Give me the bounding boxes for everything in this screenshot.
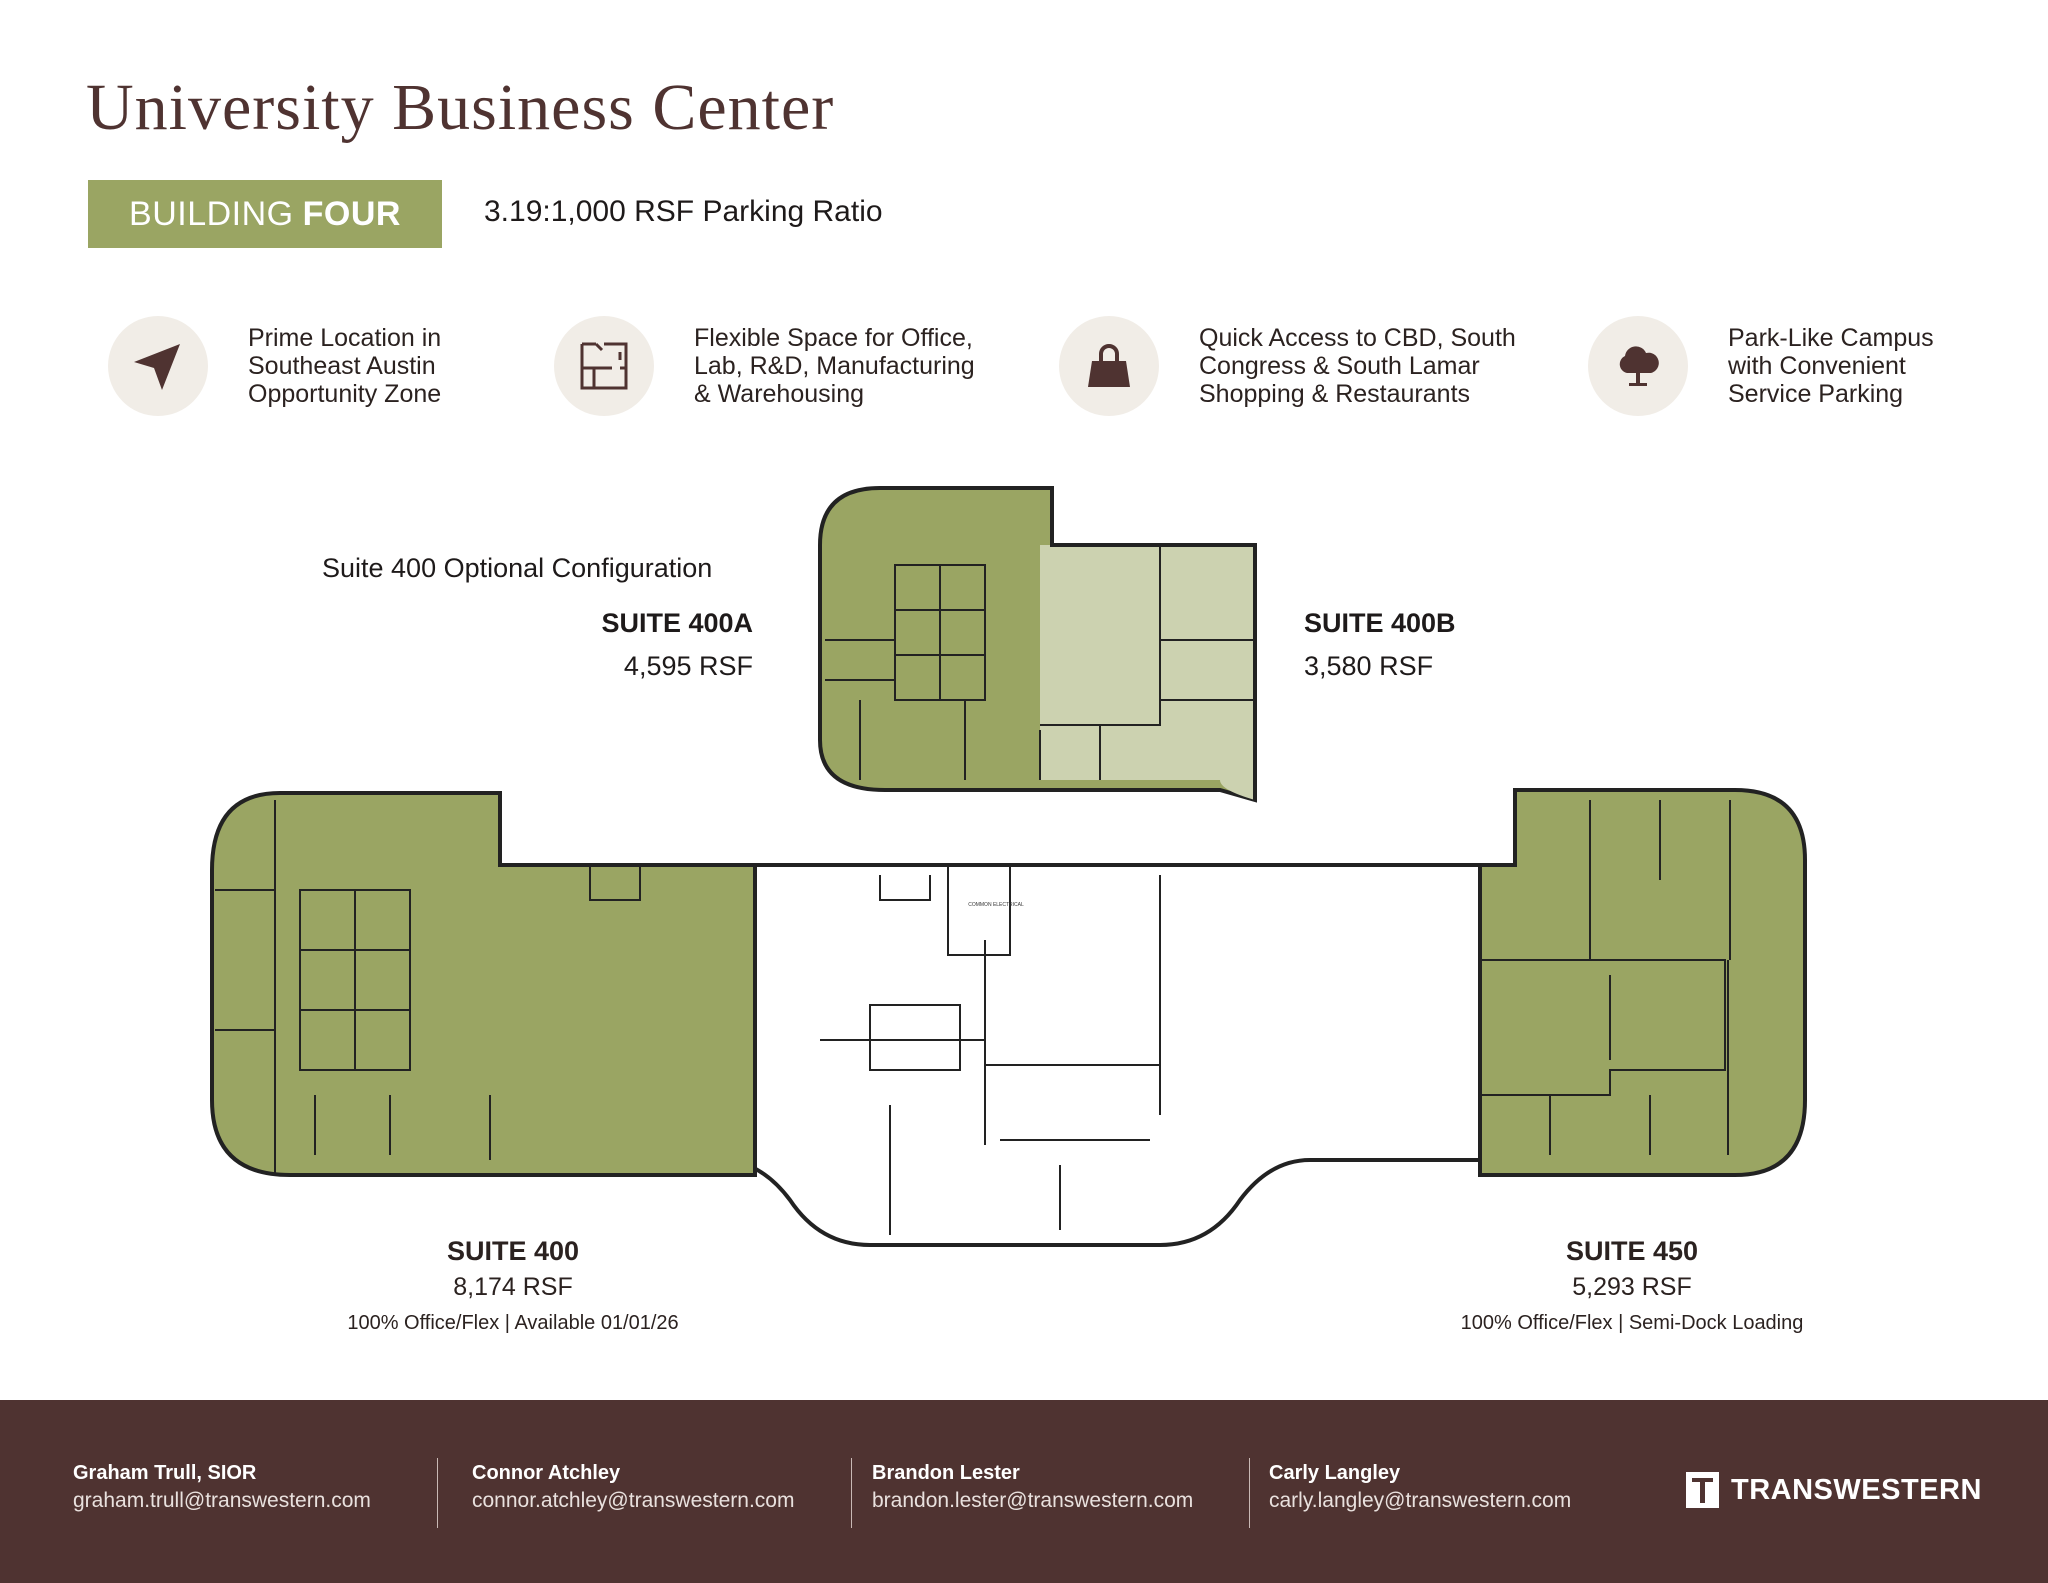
contact-name: Brandon Lester — [872, 1462, 1020, 1484]
suite-450-note: 100% Office/Flex | Semi-Dock Loading — [1460, 1312, 1804, 1334]
optional-config-label: Suite 400 Optional Configuration — [322, 553, 713, 583]
suite-450-area — [1478, 788, 1807, 1177]
floor-plan: COMMON ELECTRICAL — [210, 486, 1807, 1247]
contact-name: Carly Langley — [1269, 1462, 1401, 1484]
suite-400-area — [210, 791, 757, 1177]
page-title: University Business Center — [86, 71, 835, 144]
suite-400b-name: SUITE 400B — [1304, 608, 1456, 638]
suite-400-optional-plan — [818, 486, 1257, 803]
suite-450-name: SUITE 450 — [1565, 1236, 1699, 1266]
feature-text: Prime Location in Southeast Austin Oppor… — [248, 324, 442, 408]
contact-name: Connor Atchley — [472, 1462, 621, 1484]
feature-flexible: Flexible Space for Office, Lab, R&D, Man… — [554, 316, 975, 416]
contact-name: Graham Trull, SIOR — [73, 1462, 257, 1484]
parking-ratio: 3.19:1,000 RSF Parking Ratio — [484, 195, 883, 228]
feature-campus: Park-Like Campus with Convenient Service… — [1588, 316, 1934, 416]
contact-graham: Graham Trull, SIOR graham.trull@transwest… — [73, 1462, 371, 1513]
divider — [437, 1458, 438, 1528]
feature-access: Quick Access to CBD, South Congress & So… — [1059, 316, 1516, 416]
feature-text: Park-Like Campus with Convenient Service… — [1728, 324, 1934, 408]
suite-400b-rsf: 3,580 RSF — [1304, 651, 1434, 681]
tree-icon — [1588, 316, 1688, 416]
feature-text: Flexible Space for Office, Lab, R&D, Man… — [694, 324, 975, 408]
contact-email[interactable]: brandon.lester@transwestern.com — [872, 1489, 1194, 1512]
feature-location: Prime Location in Southeast Austin Oppor… — [108, 316, 441, 416]
suite-400a-name: SUITE 400A — [601, 608, 753, 638]
suite-400-rsf: 8,174 RSF — [453, 1273, 573, 1301]
suite-400-note: 100% Office/Flex | Available 01/01/26 — [347, 1312, 679, 1334]
suite-450-label: SUITE 450 5,293 RSF 100% Office/Flex | S… — [1432, 1236, 1832, 1335]
badge-bold: FOUR — [302, 194, 401, 233]
suite-400-label: SUITE 400 8,174 RSF 100% Office/Flex | A… — [313, 1236, 713, 1335]
contact-connor: Connor Atchley connor.atchley@transwester… — [472, 1462, 794, 1513]
logo-mark-icon — [1686, 1472, 1719, 1508]
building-four-plan — [210, 788, 1807, 1247]
floor-plan-icon — [554, 316, 654, 416]
footer: Graham Trull, SIOR graham.trull@transwest… — [0, 1400, 2048, 1583]
suite-400a-rsf: 4,595 RSF — [623, 651, 753, 681]
transwestern-logo: TRANSWESTERN — [1686, 1472, 1982, 1508]
suite-400-name: SUITE 400 — [446, 1236, 580, 1266]
contact-brandon: Brandon Lester brandon.lester@transwester… — [872, 1462, 1193, 1513]
common-electrical-label: COMMON ELECTRICAL — [968, 902, 1024, 908]
contact-carly: Carly Langley carly.langley@transwestern.… — [1269, 1462, 1571, 1513]
badge-light: BUILDING — [129, 194, 294, 233]
contact-email[interactable]: connor.atchley@transwestern.com — [472, 1489, 795, 1512]
shopping-bag-icon — [1059, 316, 1159, 416]
logo-text: TRANSWESTERN — [1731, 1473, 1982, 1506]
suite-450-rsf: 5,293 RSF — [1572, 1273, 1692, 1301]
feature-text: Quick Access to CBD, South Congress & So… — [1199, 324, 1516, 408]
divider — [851, 1458, 852, 1528]
contact-email[interactable]: carly.langley@transwestern.com — [1269, 1489, 1572, 1512]
contact-email[interactable]: graham.trull@transwestern.com — [73, 1489, 371, 1512]
suite-400b-area — [1040, 545, 1255, 800]
navigation-arrow-icon — [108, 316, 208, 416]
divider — [1249, 1458, 1250, 1528]
